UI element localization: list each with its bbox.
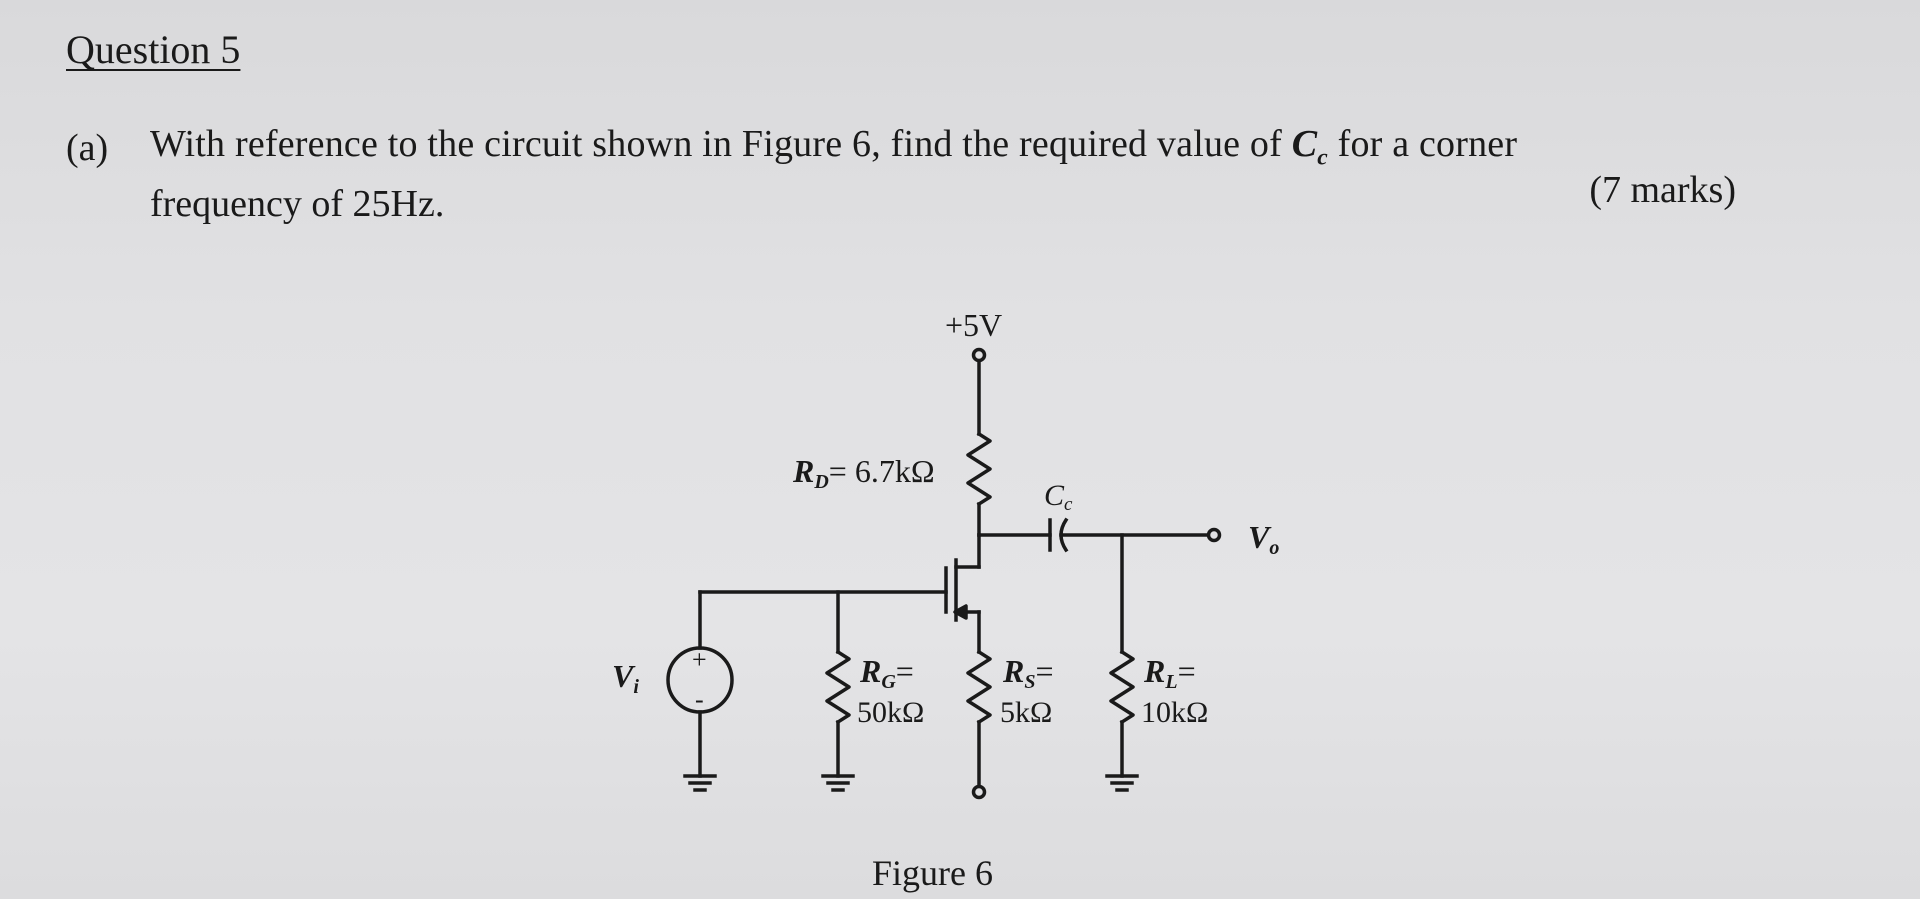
rg-value: 50kΩ: [857, 696, 924, 729]
rs-value: 5kΩ: [1000, 696, 1052, 729]
cc-symbol-sub: c: [1317, 144, 1328, 171]
rg-ground: [821, 774, 855, 792]
supply-terminal: [971, 347, 987, 436]
figure-caption: Figure 6: [872, 853, 993, 893]
supply-label: +5V: [945, 307, 1002, 343]
source-plus: +: [692, 645, 707, 674]
marks-label: (7 marks): [1589, 169, 1736, 211]
question-text-before: With reference to the circuit shown in F…: [150, 123, 1282, 165]
rd-label: RD= 6.7kΩ: [792, 453, 935, 493]
rl-label-sub: L: [1164, 671, 1177, 693]
vi-label: Vi: [612, 658, 639, 698]
question-title: Question 5: [66, 27, 241, 72]
cc-label: Cc: [1044, 479, 1073, 515]
vo-label: Vo: [1248, 519, 1279, 559]
vi-label-sub: i: [633, 676, 639, 698]
rs-label-eq: =: [1035, 653, 1053, 689]
rs-label-letter: R: [1002, 653, 1024, 689]
rl-value: 10kΩ: [1141, 696, 1208, 729]
rs-resistor: [966, 649, 992, 725]
rl-ground: [1105, 774, 1139, 792]
part-label: (a): [66, 127, 109, 169]
rs-label: RS=: [1002, 653, 1054, 693]
rs-terminal: [971, 784, 987, 800]
rg-label: RG=: [859, 653, 914, 693]
rg-label-sub: G: [881, 671, 896, 693]
mosfet: [944, 533, 981, 654]
vi-label-letter: V: [612, 658, 636, 694]
source-minus: -: [695, 685, 704, 714]
vo-terminal: [1206, 527, 1222, 543]
rg-resistor: [825, 649, 851, 725]
cc-symbol-letter: C: [1291, 123, 1318, 165]
question-text-after: for a corner: [1337, 123, 1518, 165]
cc-symbol: Cc: [1291, 123, 1328, 171]
question-text-line2: frequency of 25Hz.: [150, 183, 445, 225]
question-text-line1: With reference to the circuit shown in F…: [150, 122, 1517, 172]
rl-label-eq: =: [1178, 653, 1196, 689]
cc-label-letter: C: [1044, 479, 1065, 512]
vo-label-letter: V: [1248, 519, 1272, 555]
rg-label-eq: =: [896, 653, 914, 689]
rd-label-letter: R: [792, 453, 814, 489]
rd-resistor: [966, 431, 992, 507]
rl-resistor: [1109, 649, 1135, 725]
rl-label-letter: R: [1143, 653, 1165, 689]
rg-label-letter: R: [859, 653, 881, 689]
rs-label-sub: S: [1024, 671, 1035, 693]
rd-label-sub: D: [813, 471, 828, 493]
vo-label-sub: o: [1269, 537, 1279, 559]
cc-label-sub: c: [1064, 494, 1073, 515]
rd-label-value: = 6.7kΩ: [829, 453, 935, 489]
vi-ground: [683, 774, 717, 792]
rl-label: RL=: [1143, 653, 1196, 693]
